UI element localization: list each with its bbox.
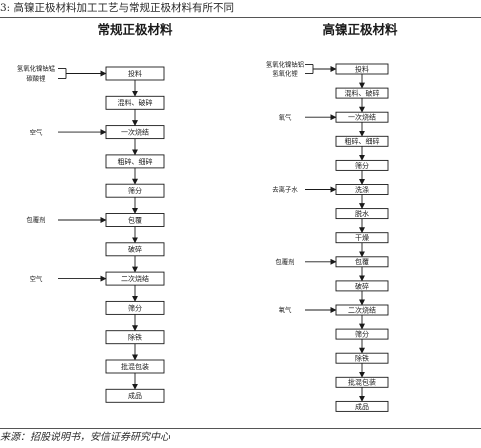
high-nickel-step-label: 筛分 [355, 161, 369, 170]
top-divider [0, 17, 481, 18]
conventional-step-label: 包覆 [128, 215, 142, 224]
conventional-column-title: 常规正极材料 [97, 22, 173, 37]
high-nickel-step-label: 投料 [355, 64, 369, 73]
conventional-step-label: 一次烧结 [121, 128, 149, 137]
high-nickel-step-label: 一次烧结 [348, 113, 376, 122]
high-nickel-step-label: 批混包装 [348, 378, 376, 387]
source-note: 来源：招股说明书，安信证券研究中心 [0, 432, 170, 443]
high-nickel-step-label: 粗碎、细碎 [345, 137, 380, 146]
conventional-step-label: 混料、破碎 [118, 98, 153, 107]
high-nickel-input-label: 氧气 [279, 112, 292, 121]
conventional-step-label: 投料 [128, 69, 142, 78]
bottom-divider [0, 428, 481, 429]
conventional-input-label: 碳酸锂 [26, 74, 46, 83]
conventional-step-label: 批混包装 [121, 362, 149, 371]
conventional-input-label: 空气 [30, 127, 43, 136]
high-nickel-step-label: 破碎 [355, 281, 369, 290]
conventional-step-label: 成品 [128, 391, 142, 400]
high-nickel-step-label: 包覆 [355, 257, 369, 266]
conventional-step-label: 筛分 [128, 303, 142, 312]
high-nickel-step-label: 洗涤 [355, 185, 369, 194]
high-nickel-input-label: 包覆剂 [275, 257, 294, 266]
conventional-step-box [105, 388, 165, 403]
high-nickel-input-label: 去离子水 [272, 185, 298, 194]
conventional-step-label: 二次烧结 [121, 274, 149, 283]
conventional-step-label: 除铁 [128, 333, 142, 342]
high-nickel-step-label: 脱水 [355, 209, 369, 218]
conventional-input-label: 空气 [30, 274, 43, 283]
figure-caption: 3: 高镍正极材料加工工艺与常规正极材料有所不同 [0, 2, 235, 14]
conventional-input-label: 包覆剂 [26, 215, 45, 224]
conventional-step-label: 破碎 [128, 245, 142, 254]
high-nickel-step-label: 成品 [355, 402, 369, 411]
high-nickel-input-label: 氢氧化锂 [272, 69, 298, 78]
high-nickel-step-label: 筛分 [355, 330, 369, 339]
high-nickel-step-label: 混料、破碎 [345, 89, 380, 98]
high-nickel-step-label: 二次烧结 [348, 305, 376, 314]
conventional-process-flow: 投料混料、破碎一次烧结粗碎、细碎筛分包覆破碎二次烧结筛分除铁批混包装成品氢氧化镍… [17, 64, 165, 403]
high-nickel-step-box [335, 400, 389, 412]
conventional-input-label: 氢氧化镍钴锰 [17, 64, 56, 73]
high-nickel-column-title: 高镍正极材料 [322, 22, 398, 37]
high-nickel-step-label: 干燥 [355, 233, 369, 242]
conventional-step-label: 筛分 [128, 186, 142, 195]
high-nickel-input-label: 氧气 [279, 305, 292, 314]
high-nickel-process-flow: 投料混料、破碎一次烧结粗碎、细碎筛分洗涤脱水干燥包覆破碎二次烧结筛分除铁批混包装… [266, 60, 389, 412]
conventional-step-label: 粗碎、细碎 [118, 157, 153, 166]
high-nickel-step-label: 除铁 [355, 354, 369, 363]
high-nickel-input-label: 氢氧化镍钴铝 [266, 60, 304, 69]
